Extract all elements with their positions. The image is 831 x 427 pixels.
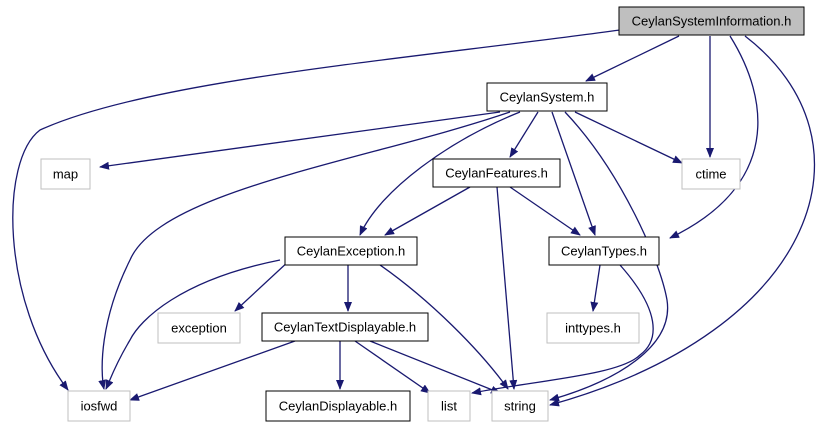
edge-exception_h-to-string	[379, 264, 509, 390]
node-label: list	[441, 399, 457, 414]
edge-system-to-map	[99, 111, 501, 170]
edge-features-to-types	[509, 186, 581, 236]
node-box	[427, 390, 471, 422]
node-list: list	[427, 390, 471, 422]
node-string: string	[491, 390, 549, 422]
node-box	[548, 236, 660, 266]
node-label: exception	[171, 321, 227, 336]
node-label: CeylanFeatures.h	[445, 166, 548, 181]
node-label: CeylanDisplayable.h	[279, 399, 398, 414]
node-types[interactable]: CeylanTypes.h	[548, 236, 660, 266]
edge-info-to-types	[669, 35, 759, 239]
edge-types-to-list	[471, 264, 654, 396]
edge-system-to-iosfwd	[98, 111, 511, 390]
node-box	[681, 158, 741, 190]
node-system[interactable]: CeylanSystem.h	[486, 82, 608, 112]
edge-system-to-exception_h	[359, 111, 521, 236]
node-box	[491, 390, 549, 422]
edge-types-to-inttypes	[590, 264, 601, 312]
edge-info-to-system	[585, 35, 680, 82]
node-box	[618, 6, 805, 36]
edge-system-to-string	[549, 111, 669, 402]
edge-exception_h-to-iosfwd	[105, 259, 281, 390]
node-box	[486, 82, 608, 112]
node-label: CeylanException.h	[297, 244, 405, 259]
edge-features-to-string	[496, 186, 518, 390]
edge-features-to-exception_h	[384, 186, 471, 236]
node-box	[261, 312, 429, 342]
node-map: map	[40, 158, 91, 190]
node-label: CeylanSystemInformation.h	[632, 14, 792, 29]
node-box	[40, 158, 91, 190]
node-box	[284, 236, 418, 266]
node-label: CeylanTypes.h	[561, 244, 647, 259]
node-label: CeylanSystem.h	[500, 90, 595, 105]
node-box	[67, 390, 131, 422]
edge-info-to-string	[549, 35, 816, 407]
node-label: inttypes.h	[565, 321, 621, 336]
edge-textdisp-to-string	[369, 340, 501, 394]
node-label: ctime	[695, 167, 726, 182]
node-disp[interactable]: CeylanDisplayable.h	[265, 390, 411, 422]
edge-system-to-features	[509, 111, 539, 158]
node-label: iosfwd	[81, 399, 118, 414]
node-inttypes: inttypes.h	[546, 312, 640, 344]
edge-system-to-ctime	[574, 111, 683, 164]
node-box	[432, 158, 561, 188]
node-exception-h[interactable]: CeylanException.h	[284, 236, 418, 266]
node-label: map	[53, 167, 78, 182]
node-info[interactable]: CeylanSystemInformation.h	[618, 6, 805, 36]
node-label: string	[504, 399, 536, 414]
node-features[interactable]: CeylanFeatures.h	[432, 158, 561, 188]
edge-textdisp-to-list	[354, 340, 431, 394]
node-iosfwd: iosfwd	[67, 390, 131, 422]
node-box	[265, 390, 411, 422]
node-box	[157, 312, 241, 344]
edge-textdisp-to-iosfwd	[129, 340, 296, 401]
node-label: CeylanTextDisplayable.h	[274, 320, 416, 335]
edge-info-to-iosfwd	[12, 29, 621, 391]
edges-layer	[12, 29, 816, 407]
node-textdisp[interactable]: CeylanTextDisplayable.h	[261, 312, 429, 342]
node-ctime: ctime	[681, 158, 741, 190]
node-box	[546, 312, 640, 344]
edge-system-to-types	[551, 111, 596, 236]
edge-exception_h-to-exception	[234, 259, 291, 312]
node-exception: exception	[157, 312, 241, 344]
